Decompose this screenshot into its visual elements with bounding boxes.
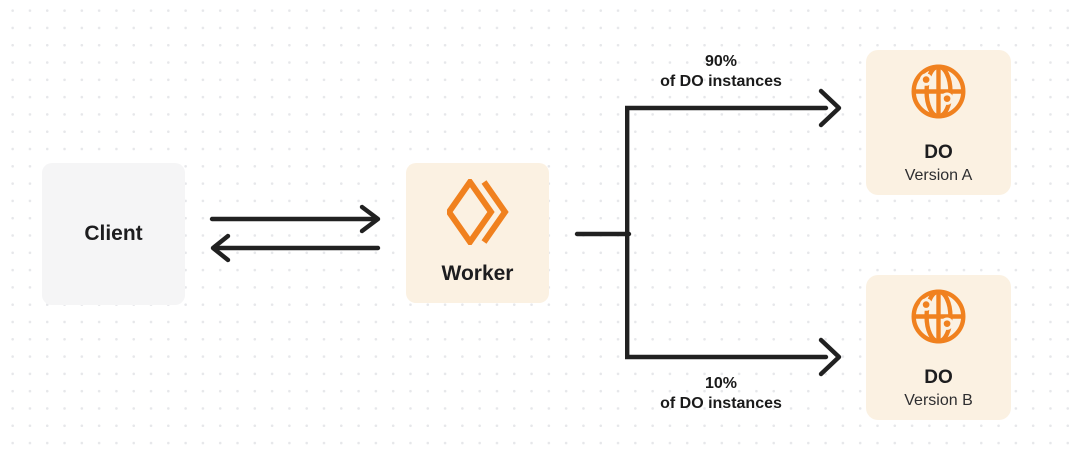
branch-spine — [625, 105, 829, 360]
do-a-title: DO — [924, 142, 953, 163]
do-a-version: Version A — [904, 167, 973, 184]
worker-to-client-arrow-head — [210, 233, 231, 263]
bottom-branch-arrow-head — [818, 337, 842, 377]
globe-icon — [908, 61, 969, 122]
worker-label: Worker — [441, 262, 514, 285]
do-b-version: Version B — [904, 392, 973, 409]
do-version-a-node: DO Version A — [866, 50, 1011, 195]
workers-brackets-icon — [446, 179, 509, 245]
top-branch-percent: 90% — [704, 53, 738, 70]
bottom-branch-percent: 10% — [704, 375, 738, 392]
top-branch-label: 90% of DO instances — [660, 52, 782, 92]
do-version-b-node: DO Version B — [866, 275, 1011, 420]
globe-icon — [908, 286, 969, 347]
bottom-branch-caption: of DO instances — [660, 395, 782, 412]
client-to-worker-arrow-head — [359, 204, 381, 234]
bottom-branch-label: 10% of DO instances — [660, 374, 782, 414]
top-branch-arrow-head — [818, 88, 842, 128]
worker-node: Worker — [406, 163, 549, 303]
client-node: Client — [42, 163, 185, 305]
top-branch-caption: of DO instances — [660, 73, 782, 90]
client-label: Client — [84, 222, 143, 245]
do-b-title: DO — [924, 367, 953, 388]
